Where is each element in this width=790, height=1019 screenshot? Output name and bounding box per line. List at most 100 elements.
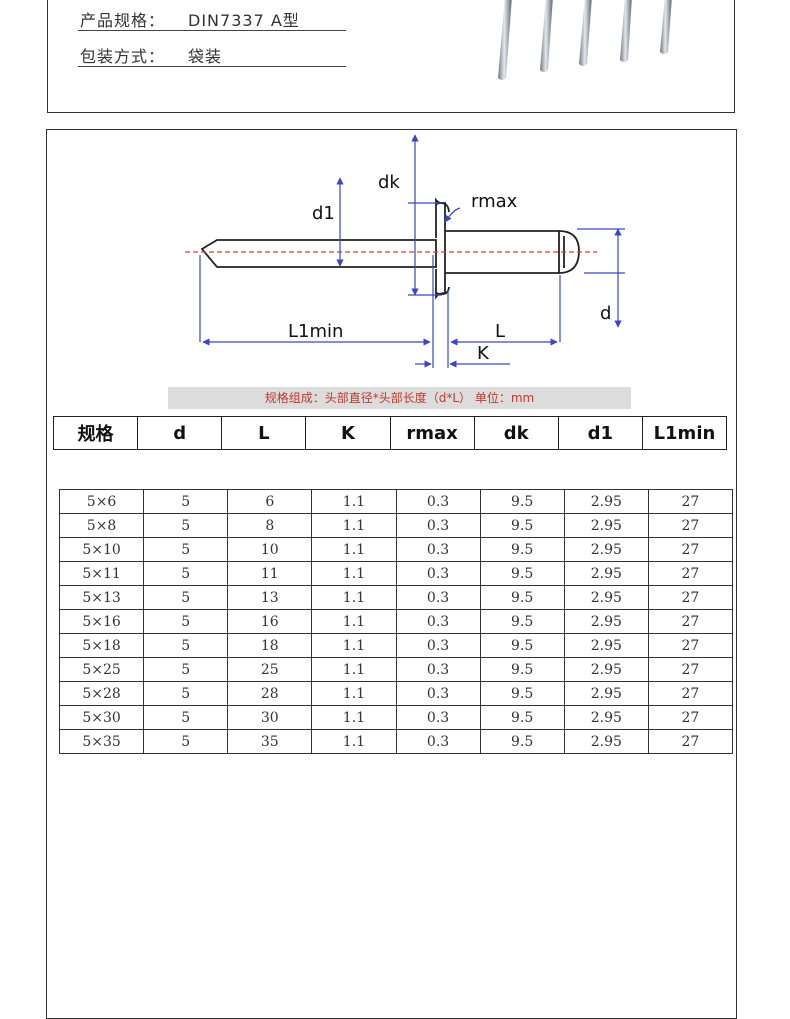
table-cell: 27 — [647, 609, 734, 634]
table-cell: 0.3 — [395, 633, 481, 658]
table-cell: 1.1 — [311, 657, 397, 682]
pin-1 — [498, 0, 512, 80]
label-d1: d1 — [312, 203, 335, 224]
table-cell: 27 — [647, 489, 734, 514]
table-cell: 5×13 — [58, 585, 145, 610]
table-cell: 1.1 — [311, 561, 397, 586]
table-cell: 1.1 — [311, 729, 397, 754]
table-cell: 0.3 — [395, 513, 481, 538]
table-cell: 9.5 — [479, 585, 565, 610]
table-cell: 2.95 — [563, 705, 649, 730]
table-cell: 5 — [143, 609, 229, 634]
rivet-pins-photo — [498, 0, 672, 80]
table-cell: 30 — [227, 705, 313, 730]
table-cell: 5 — [143, 585, 229, 610]
table-cell: 27 — [647, 705, 734, 730]
table-cell: 9.5 — [479, 489, 565, 514]
table-cell: 2.95 — [563, 561, 649, 586]
table-cell: 5 — [143, 705, 229, 730]
table-cell: 1.1 — [311, 609, 397, 634]
table-cell: 9.5 — [479, 633, 565, 658]
table-cell: 27 — [647, 513, 734, 538]
label-k: K — [477, 343, 490, 364]
table-cell: 0.3 — [395, 681, 481, 706]
table-cell: 5 — [143, 633, 229, 658]
pack-row: 包装方式： 袋装 — [78, 40, 346, 67]
label-d: d — [600, 303, 611, 324]
label-l: L — [495, 321, 505, 342]
table-cell: 27 — [647, 729, 734, 754]
table-cell: 13 — [227, 585, 313, 610]
pin-4 — [620, 0, 632, 62]
table-cell: 2.95 — [563, 729, 649, 754]
spec-value: DIN7337 A型 — [188, 11, 300, 30]
table-cell: 0.3 — [395, 729, 481, 754]
table-cell: 1.1 — [311, 633, 397, 658]
pin-5 — [660, 0, 672, 54]
table-cell: 2.95 — [563, 513, 649, 538]
table-cell: 1.1 — [311, 537, 397, 562]
spec-label: 产品规格： — [80, 11, 166, 30]
pack-value: 袋装 — [188, 47, 223, 66]
table-cell: 1.1 — [311, 585, 397, 610]
header-cell: dk — [473, 416, 559, 450]
pack-label: 包装方式： — [80, 47, 166, 66]
table-cell: 2.95 — [563, 609, 649, 634]
table-cell: 1.1 — [311, 705, 397, 730]
header-cell: d — [137, 416, 223, 450]
spec-box: dk d1 rmax d L1min L K 规格组成：头部直径*头部长度（d*… — [46, 129, 737, 1019]
table-cell: 5×10 — [58, 537, 145, 562]
table-cell: 5 — [143, 489, 229, 514]
dimension-lines — [199, 134, 625, 368]
table-cell: 5×16 — [58, 609, 145, 634]
table-cell: 5×8 — [58, 513, 145, 538]
header-cell: rmax — [389, 416, 475, 450]
table-cell: 10 — [227, 537, 313, 562]
table-cell: 35 — [227, 729, 313, 754]
spec-row: 产品规格： DIN7337 A型 — [78, 4, 346, 31]
table-cell: 28 — [227, 681, 313, 706]
header-cell: d1 — [557, 416, 643, 450]
table-cell: 18 — [227, 633, 313, 658]
table-cell: 1.1 — [311, 513, 397, 538]
rivet-diagram: dk d1 rmax d L1min L K — [185, 134, 625, 368]
table-cell: 27 — [647, 633, 734, 658]
table-cell: 0.3 — [395, 705, 481, 730]
table-cell: 27 — [647, 585, 734, 610]
table-cell: 1.1 — [311, 681, 397, 706]
pin-2 — [540, 0, 553, 72]
table-cell: 5×30 — [58, 705, 145, 730]
table-cell: 2.95 — [563, 633, 649, 658]
table-cell: 5×18 — [58, 633, 145, 658]
table-cell: 0.3 — [395, 561, 481, 586]
table-cell: 0.3 — [395, 537, 481, 562]
table-cell: 2.95 — [563, 489, 649, 514]
table-cell: 5×28 — [58, 681, 145, 706]
table-cell: 5 — [143, 681, 229, 706]
table-cell: 9.5 — [479, 729, 565, 754]
table-cell: 5×11 — [58, 561, 145, 586]
header-row: 规格 d L K rmax dk d1 L1min — [52, 416, 728, 450]
rivet-outline — [200, 197, 580, 300]
table-cell: 2.95 — [563, 681, 649, 706]
table-cell: 5×35 — [58, 729, 145, 754]
table-cell: 27 — [647, 657, 734, 682]
table-cell: 27 — [647, 681, 734, 706]
header-cell: L1min — [641, 416, 728, 450]
table-cell: 9.5 — [479, 537, 565, 562]
header-cell: K — [305, 416, 391, 450]
table-cell: 27 — [647, 537, 734, 562]
label-l1min: L1min — [288, 321, 343, 342]
table-cell: 0.3 — [395, 609, 481, 634]
header-cell: 规格 — [52, 416, 139, 450]
label-dk: dk — [378, 172, 400, 193]
table-cell: 5 — [143, 561, 229, 586]
